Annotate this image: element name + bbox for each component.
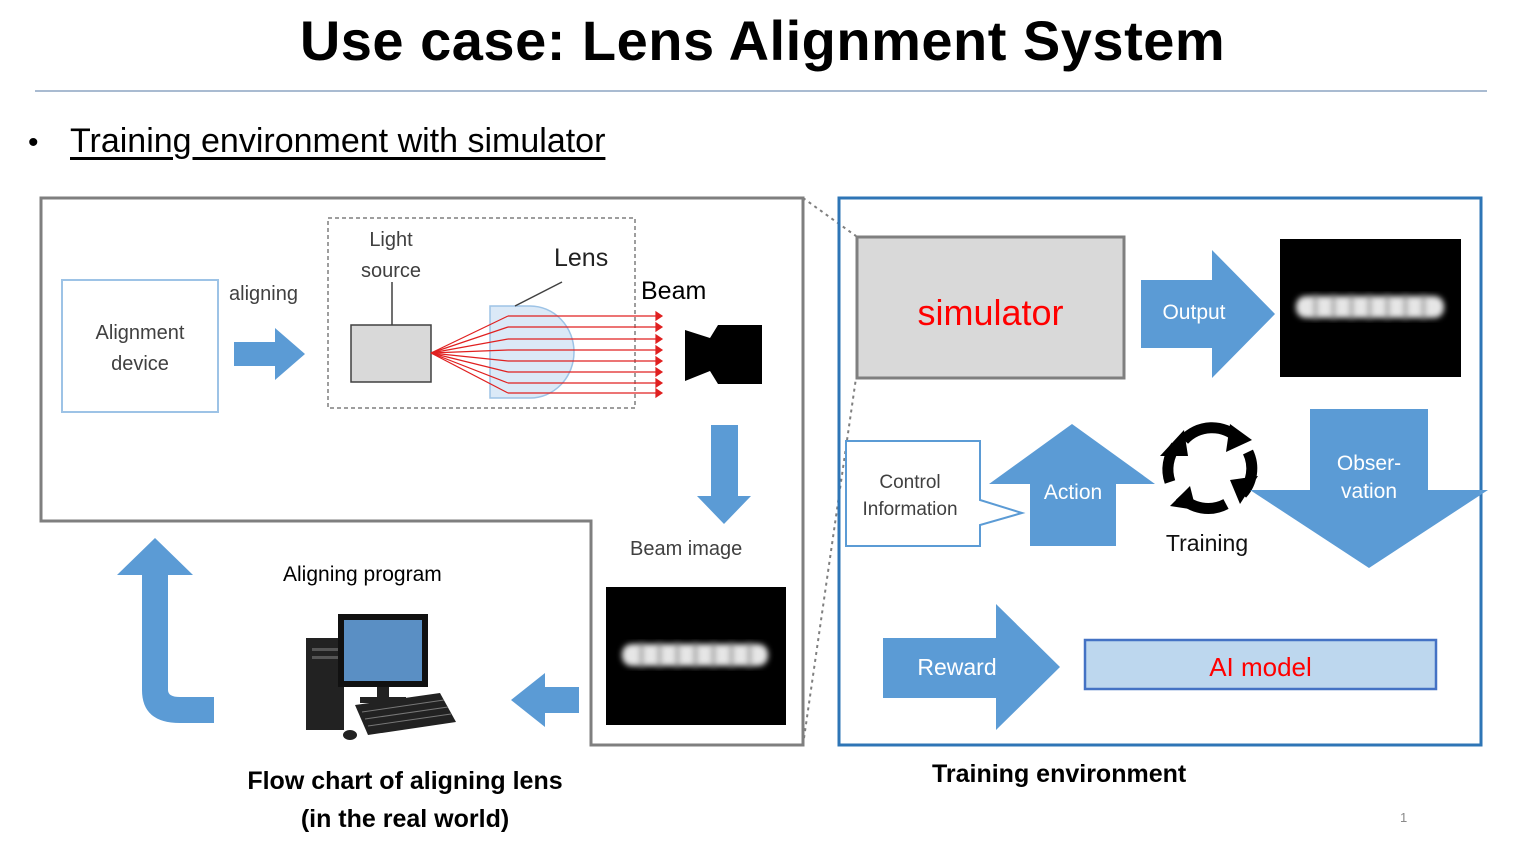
lens-label: Lens (554, 244, 609, 272)
computer-icon (306, 614, 456, 740)
alignment-device-line1: Alignment (95, 322, 185, 344)
title-divider (35, 90, 1487, 92)
light-source-line1: Light (369, 229, 413, 251)
beam-down-arrow (697, 425, 751, 524)
camera-icon (685, 325, 762, 384)
zoom-connector-top (802, 197, 857, 237)
control-information-label: Control Information (846, 469, 974, 523)
light-source-label: Light source (346, 225, 436, 287)
beam-image-glow (622, 642, 768, 668)
observation-line1: Obser- (1336, 452, 1402, 475)
alignment-device-label: Alignment device (62, 318, 218, 380)
light-rays (430, 310, 664, 399)
beam-label: Beam (641, 277, 707, 305)
zoom-connector-bottom (802, 377, 857, 746)
control-information-callout (845, 440, 1026, 547)
control-information-line2: Information (862, 499, 958, 520)
ai-model-label: AI model (1209, 652, 1312, 682)
lens-pointer (514, 281, 563, 307)
action-arrow (989, 424, 1155, 546)
real-world-caption: Flow chart of aligning lens (in the real… (205, 762, 605, 838)
simulator-label: simulator (917, 292, 1064, 333)
beam-image-label: Beam image (630, 538, 743, 560)
simulated-beam-glow (1296, 294, 1444, 320)
aligning-program-label: Aligning program (283, 563, 442, 586)
reward-label: Reward (917, 654, 997, 680)
observation-line2: vation (1340, 480, 1398, 503)
control-information-line1: Control (879, 472, 941, 493)
output-arrow (1141, 250, 1275, 378)
reward-arrow (883, 604, 1060, 730)
page-title: Use case: Lens Alignment System (299, 9, 1226, 72)
real-world-caption-line2: (in the real world) (300, 805, 510, 833)
light-source-line2: source (360, 260, 422, 282)
aligning-arrow (234, 328, 305, 380)
training-label: Training (1165, 530, 1249, 556)
lens-shape (489, 305, 575, 399)
aligning-label: aligning (229, 283, 298, 305)
light-source-box (350, 324, 432, 383)
training-environment-frame (837, 196, 1483, 747)
observation-label: Obser- vation (1310, 450, 1428, 506)
training-environment-caption: Training environment (932, 760, 1187, 788)
image-to-program-arrow (511, 673, 579, 727)
output-label: Output (1162, 301, 1226, 324)
section-subtitle: Training environment with simulator (70, 122, 606, 160)
page-number: 1 (1400, 810, 1408, 825)
action-label: Action (1043, 481, 1103, 504)
feedback-uturn-arrow (117, 538, 214, 723)
simulator-box (855, 235, 1126, 380)
optics-dashed-box (327, 217, 636, 409)
observation-arrow (1250, 409, 1488, 568)
real-world-caption-line1: Flow chart of aligning lens (247, 767, 563, 795)
bullet-marker: • (28, 126, 39, 159)
training-cycle-arrowheads (1160, 424, 1258, 510)
alignment-device-line2: device (111, 353, 169, 375)
alignment-device-box (61, 279, 219, 413)
ai-model-box (1083, 638, 1438, 691)
